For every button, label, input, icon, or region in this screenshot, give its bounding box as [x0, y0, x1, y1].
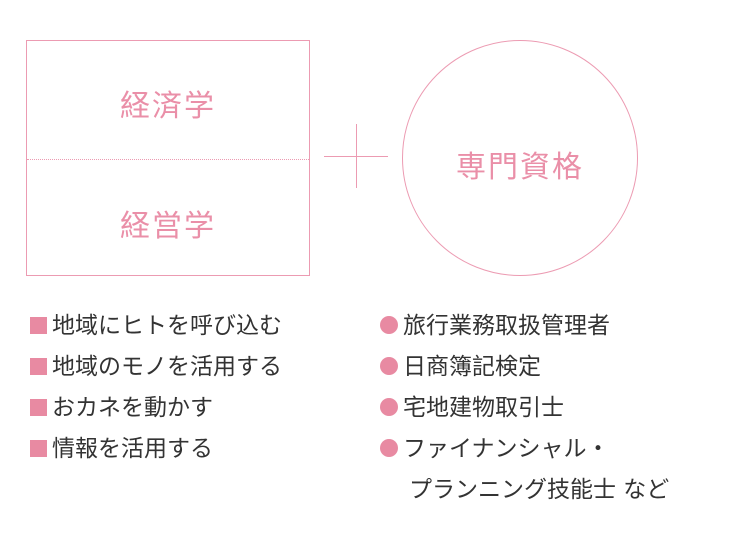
business-admin-label: 経営学 [120, 209, 216, 244]
list-item: ファイナンシャル・ [380, 433, 669, 474]
square-bullet-icon [30, 440, 47, 457]
list-item-continuation: プランニング技能士 など [380, 474, 669, 515]
discipline-box: 経済学 経営学 [26, 40, 310, 276]
list-item: 地域にヒトを呼び込む [30, 310, 282, 351]
list-item-text: 地域にヒトを呼び込む [52, 313, 282, 339]
qualification-circle: 専門資格 [402, 40, 638, 276]
list-item: おカネを動かす [30, 392, 282, 433]
list-item-text: 日商簿記検定 [403, 354, 541, 380]
list-item: 地域のモノを活用する [30, 351, 282, 392]
skills-list: 地域にヒトを呼び込む 地域のモノを活用する おカネを動かす 情報を活用する [30, 310, 282, 474]
list-item-text: 旅行業務取扱管理者 [403, 313, 610, 339]
plus-sign-icon [324, 124, 388, 188]
circle-bullet-icon [380, 316, 398, 334]
dotted-divider [27, 159, 309, 160]
list-item: 日商簿記検定 [380, 351, 669, 392]
list-item-text: 情報を活用する [52, 436, 213, 462]
qualification-label: 専門資格 [456, 150, 584, 185]
square-bullet-icon [30, 317, 47, 334]
list-item: 宅地建物取引士 [380, 392, 669, 433]
list-item-text: プランニング技能士 など [409, 477, 670, 503]
circle-bullet-icon [380, 439, 398, 457]
list-item: 情報を活用する [30, 433, 282, 474]
list-item-text: 宅地建物取引士 [403, 395, 564, 421]
square-bullet-icon [30, 399, 47, 416]
list-item-text: おカネを動かす [52, 395, 213, 421]
economics-label: 経済学 [120, 89, 216, 124]
plus-vertical-line [356, 124, 357, 188]
list-item: 旅行業務取扱管理者 [380, 310, 669, 351]
square-bullet-icon [30, 358, 47, 375]
list-item-text: ファイナンシャル・ [403, 436, 610, 462]
circle-bullet-icon [380, 357, 398, 375]
qualifications-list: 旅行業務取扱管理者 日商簿記検定 宅地建物取引士 ファイナンシャル・ プランニン… [380, 310, 669, 515]
circle-bullet-icon [380, 398, 398, 416]
list-item-text: 地域のモノを活用する [52, 354, 282, 380]
